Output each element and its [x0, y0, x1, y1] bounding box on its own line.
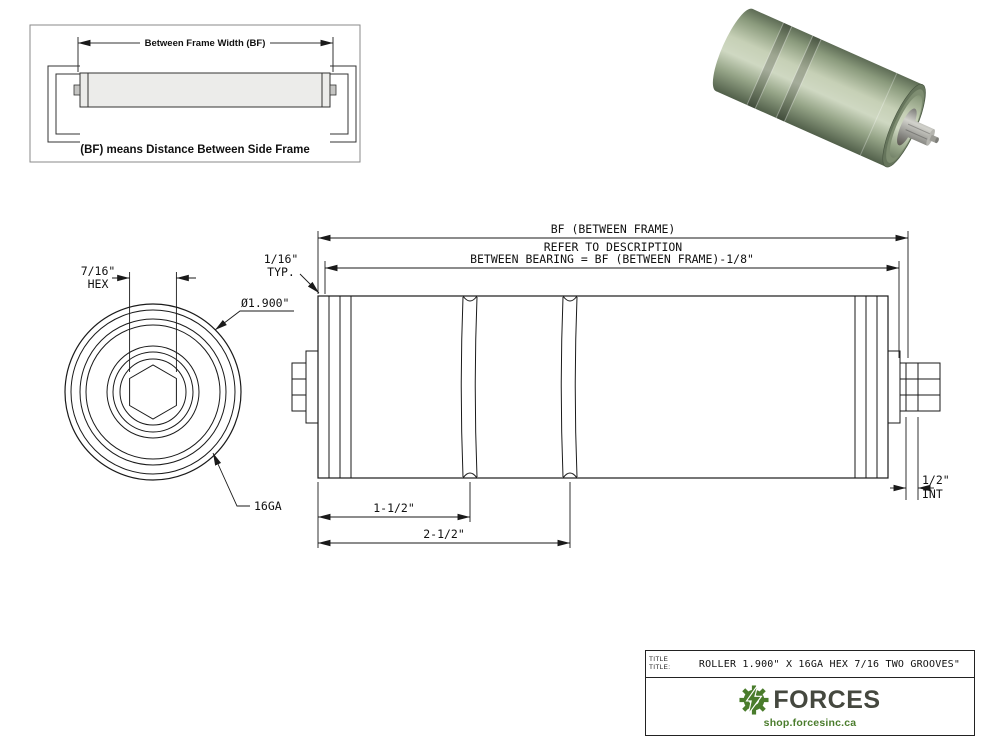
- title-label-line2: TITLE:: [649, 664, 671, 671]
- title-field-label: TITLE TITLE:: [646, 656, 685, 672]
- tube-body: [317, 295, 889, 479]
- inset-frame-right: [330, 65, 357, 143]
- dimension-bf: BF (BETWEEN FRAME) REFER TO DESCRIPTION: [317, 222, 909, 358]
- inset-dim-label: Between Frame Width (BF): [145, 38, 266, 49]
- title-row: TITLE TITLE: ROLLER 1.900" X 16GA HEX 7/…: [646, 651, 974, 678]
- title-block: TITLE TITLE: ROLLER 1.900" X 16GA HEX 7/…: [645, 650, 975, 736]
- bf-dim-label-line2: REFER TO DESCRIPTION: [544, 240, 683, 254]
- gear-icon: [739, 684, 769, 715]
- between-bearing-dim-label: BETWEEN BEARING = BF (BETWEEN FRAME)-1/8…: [470, 252, 754, 266]
- lightning-icon: [745, 684, 764, 715]
- int-dim-label-line2: INT: [922, 487, 943, 501]
- shaft-left: [291, 350, 319, 424]
- diameter-label: Ø1.900": [241, 296, 289, 310]
- hex-dim-label-line2: HEX: [88, 277, 109, 291]
- groove-2: [560, 295, 578, 479]
- dimension-groove2: 2-1/2": [318, 482, 571, 548]
- hex-bore: [129, 364, 177, 420]
- inset-frame-left: [47, 65, 80, 143]
- groove1-dim-label: 1-1/2": [373, 501, 415, 515]
- dimension-int: 1/2" INT: [890, 417, 950, 501]
- end-view: 7/16" HEX Ø1.900" 16GA: [64, 264, 294, 513]
- drawing-title: ROLLER 1.900" X 16GA HEX 7/16 TWO GROOVE…: [698, 658, 961, 670]
- diameter-leader: Ø1.900": [214, 296, 294, 331]
- int-dim-label-line1: 1/2": [922, 473, 950, 487]
- shaft-right: [887, 350, 941, 424]
- product-photo: [712, 8, 939, 168]
- dimension-typ: 1/16" TYP.: [264, 252, 320, 294]
- groove-1: [460, 295, 478, 479]
- typ-dim-label-line1: 1/16": [264, 252, 299, 266]
- gauge-leader: 16GA: [212, 452, 282, 513]
- groove2-dim-label: 2-1/2": [423, 527, 465, 541]
- typ-dim-label-line2: TYP.: [267, 265, 295, 279]
- roller-grooves: [746, 22, 822, 122]
- inset-caption: (BF) means Distance Between Side Frame: [80, 144, 309, 156]
- bearing-lines-left: [328, 296, 352, 478]
- end-view-circles: [64, 303, 242, 481]
- gauge-label: 16GA: [254, 499, 282, 513]
- hex-dim-label-line1: 7/16": [81, 264, 116, 278]
- dimension-groove1: 1-1/2": [317, 482, 471, 548]
- side-view: BF (BETWEEN FRAME) REFER TO DESCRIPTION …: [264, 222, 950, 548]
- hex-dimension: 7/16" HEX: [81, 264, 196, 372]
- inset-diagram: Between Frame Width (BF) (BF) means Dist…: [29, 24, 361, 163]
- website-text: shop.forcesinc.ca: [763, 717, 857, 729]
- bf-dim-label-line1: BF (BETWEEN FRAME): [551, 222, 676, 236]
- brand-text: FORCES: [773, 685, 881, 714]
- logo-row: FORCES shop.forcesinc.ca: [646, 678, 974, 735]
- dimension-between-bearing: BETWEEN BEARING = BF (BETWEEN FRAME)-1/8…: [324, 252, 900, 358]
- roller-cylinder: [712, 8, 923, 167]
- roller-hex-shaft: [903, 118, 939, 146]
- inset-roller: [73, 72, 337, 108]
- bearing-lines-right: [854, 296, 878, 478]
- title-label-line1: TITLE: [649, 655, 669, 663]
- roller-bearing: [882, 83, 926, 168]
